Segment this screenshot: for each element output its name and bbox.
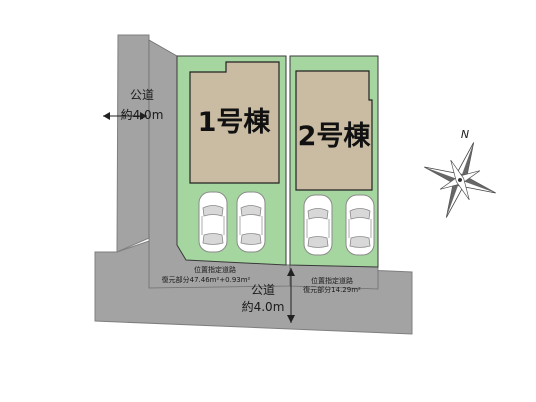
- car-icon: [198, 191, 228, 253]
- building-1: [189, 61, 280, 184]
- west-road: [116, 34, 150, 253]
- designated-road-1-area: 復元部分47.46m²+0.93m²: [162, 275, 251, 284]
- building-2: [295, 70, 373, 191]
- designated-road-2-title: 位置指定道路: [311, 276, 353, 285]
- building-1-label: 1号棟: [198, 107, 272, 138]
- designated-road-1-title: 位置指定道路: [194, 265, 236, 274]
- compass-icon: [424, 142, 496, 218]
- car-icon: [236, 191, 266, 253]
- building-2-label: 2号棟: [298, 121, 372, 152]
- west-road-label: 公道: [130, 88, 154, 102]
- car-icon: [345, 194, 375, 256]
- designated-road-2-area: 復元部分14.29m²: [303, 285, 361, 294]
- south-road-label: 公道: [251, 283, 275, 297]
- car-icon: [303, 194, 333, 256]
- west-road-width: 約4.0m: [121, 107, 164, 122]
- south-road-width: 約4.0m: [242, 299, 285, 314]
- compass-north-letter: N: [461, 128, 469, 141]
